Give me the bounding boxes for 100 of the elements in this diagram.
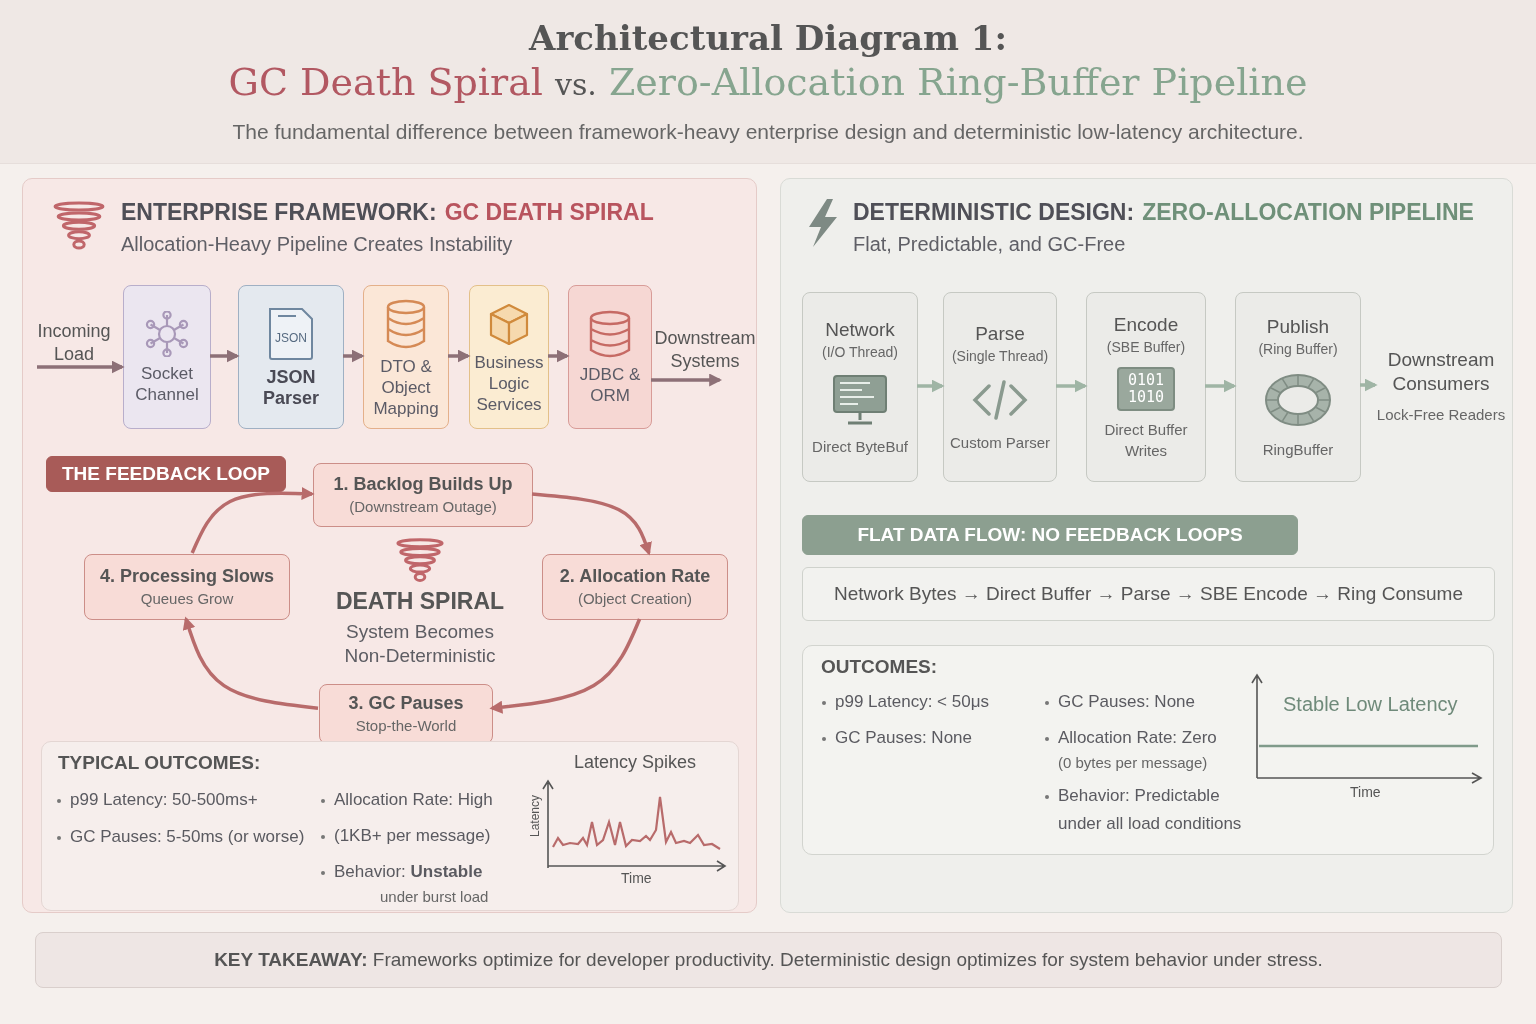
box-title: 3. GC Pauses bbox=[348, 692, 464, 715]
outcome-item: Behavior: Unstable bbox=[334, 862, 483, 882]
arrow bbox=[548, 349, 570, 363]
arrow bbox=[1205, 379, 1237, 393]
box-label: Custom Parser bbox=[950, 432, 1050, 453]
box-title: Socket Channel bbox=[134, 363, 200, 405]
box-label: (I/O Thread) bbox=[822, 342, 898, 362]
outcome-note: under all load conditions bbox=[1058, 814, 1242, 834]
input-label: Incoming Load bbox=[36, 319, 112, 366]
arrow bbox=[448, 349, 471, 363]
box-label: Direct Buffer Writes bbox=[1103, 420, 1189, 461]
process-box bbox=[943, 292, 1057, 482]
box-label: Queues Grow bbox=[140, 589, 234, 609]
process-box bbox=[363, 285, 449, 429]
axis-label: Time bbox=[1350, 784, 1381, 800]
arrow bbox=[651, 373, 723, 387]
box-title: Network Bytes → Direct Buffer → Parse → SBE Encode → Ring Consume bbox=[834, 582, 1463, 606]
outcomes-card bbox=[802, 645, 1494, 855]
arrow bbox=[37, 360, 125, 374]
process-box bbox=[313, 463, 533, 527]
outcome-note: under burst load bbox=[380, 888, 489, 905]
outcome-item: p99 Latency: 50-500ms+ bbox=[70, 790, 258, 810]
output-label: Downstream Consumers bbox=[1386, 347, 1496, 396]
arrow bbox=[190, 487, 315, 554]
box-label: (Ring Buffer) bbox=[1258, 339, 1338, 359]
axis-label: Time bbox=[621, 870, 652, 886]
arrow bbox=[210, 349, 240, 363]
box-title: Parse bbox=[975, 321, 1025, 346]
box-label: (Single Thread) bbox=[951, 346, 1049, 366]
panel-heading-highlight: GC DEATH SPIRAL bbox=[444, 199, 654, 226]
outcome-item: Allocation Rate: Zero bbox=[1058, 728, 1217, 748]
arrow bbox=[343, 349, 365, 363]
box-label: Stop-the-World bbox=[355, 716, 457, 736]
outcome-item: Allocation Rate: High bbox=[334, 790, 493, 810]
outcomes-heading: TYPICAL OUTCOMES: bbox=[58, 752, 261, 774]
output-label: Downstream Systems bbox=[653, 327, 757, 373]
arrow bbox=[531, 492, 652, 556]
box-label: RingBuffer bbox=[1262, 439, 1334, 460]
outcomes-card bbox=[41, 741, 739, 911]
outcome-item: GC Pauses: None bbox=[835, 728, 972, 748]
takeaway-text: KEY TAKEAWAY: Frameworks optimize for developer productivity. Deterministic design optimizes for system behavior under stress. bbox=[214, 948, 1323, 972]
panel-heading-highlight: ZERO-ALLOCATION PIPELINE bbox=[1142, 199, 1474, 226]
outcome-item: (1KB+ per message) bbox=[334, 826, 491, 846]
box-title: Network bbox=[825, 317, 895, 342]
box-title: FLAT DATA FLOW: NO FEEDBACK LOOPS bbox=[857, 524, 1243, 546]
box-title: THE FEEDBACK LOOP bbox=[62, 463, 270, 485]
box-title: Publish bbox=[1266, 314, 1330, 339]
outcome-item: GC Pauses: None bbox=[1058, 692, 1195, 712]
box-label: (Object Creation) bbox=[577, 589, 693, 609]
box-title: Business Logic Services bbox=[473, 351, 545, 415]
section-banner bbox=[802, 515, 1298, 555]
title-highlight: Zero-Allocation Ring-Buffer Pipeline bbox=[608, 60, 1308, 104]
diagram-title: Architectural Diagram 1: bbox=[529, 18, 1007, 58]
box-title: DTO & Object Mapping bbox=[372, 355, 440, 419]
box-title: JDBC & ORM bbox=[578, 364, 642, 406]
arrow bbox=[182, 616, 319, 710]
process-box bbox=[84, 554, 290, 620]
output-note: Lock-Free Readers bbox=[1376, 404, 1506, 425]
arrow bbox=[1360, 378, 1378, 392]
outcomes-heading: OUTCOMES: bbox=[821, 656, 938, 678]
arrow bbox=[1056, 379, 1088, 393]
diagram-subtitle: The fundamental difference between framework-heavy enterprise design and deterministic low-latency architecture. bbox=[232, 120, 1304, 143]
box-title: 2. Allocation Rate bbox=[559, 565, 711, 588]
center-title: DEATH SPIRAL bbox=[335, 588, 505, 614]
file-type-tag: JSON bbox=[275, 331, 307, 345]
title-highlight: GC Death Spiral bbox=[228, 60, 543, 104]
process-box bbox=[123, 285, 211, 429]
section-banner bbox=[46, 456, 286, 492]
arrow bbox=[917, 379, 945, 393]
panel-subtitle: Allocation-Heavy Pipeline Creates Instability bbox=[121, 233, 513, 256]
box-label: Direct ByteBuf bbox=[812, 436, 908, 457]
box-title: 4. Processing Slows bbox=[99, 565, 275, 588]
outcome-note: (0 bytes per message) bbox=[1058, 754, 1208, 771]
panel-card bbox=[780, 178, 1513, 913]
outcome-item: Behavior: Predictable bbox=[1058, 786, 1220, 806]
takeaway-bar bbox=[35, 932, 1502, 988]
arrow bbox=[489, 618, 642, 714]
panel-card bbox=[22, 178, 757, 913]
process-box bbox=[319, 684, 493, 744]
axis-label: Latency bbox=[528, 794, 542, 839]
process-box bbox=[238, 285, 344, 429]
panel-subtitle: Flat, Predictable, and GC-Free bbox=[853, 233, 1126, 256]
chart-title: Latency Spikes bbox=[574, 752, 697, 772]
panel-heading: ENTERPRISE FRAMEWORK: bbox=[121, 199, 437, 226]
panel-heading: DETERMINISTIC DESIGN: bbox=[853, 199, 1135, 226]
box-title: 1. Backlog Builds Up bbox=[333, 473, 513, 496]
outcome-item: p99 Latency: < 50μs bbox=[835, 692, 989, 712]
process-box bbox=[568, 285, 652, 429]
box-label: (Downstream Outage) bbox=[349, 497, 497, 517]
box-label: JSON Parser bbox=[261, 367, 321, 409]
chart-title: Stable Low Latency bbox=[1283, 693, 1458, 715]
process-box bbox=[802, 292, 918, 482]
process-box bbox=[1235, 292, 1361, 482]
flow-box bbox=[802, 567, 1495, 621]
center-subtitle: System Becomes Non-Deterministic bbox=[343, 620, 497, 668]
box-label: (SBE Buffer) bbox=[1106, 338, 1186, 357]
binary-chip: 0101 1010 bbox=[1117, 367, 1175, 411]
title-connector: vs. bbox=[555, 67, 597, 102]
process-box bbox=[1086, 292, 1206, 482]
box-title: Encode bbox=[1113, 313, 1179, 337]
